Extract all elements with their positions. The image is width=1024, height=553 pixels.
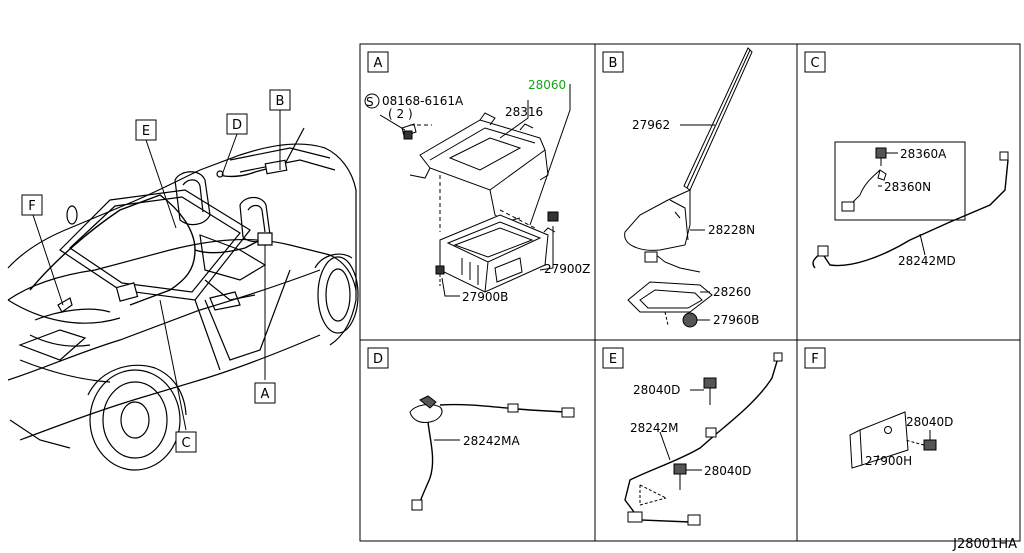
panel-d-cable-number[interactable]: 28242MA — [463, 434, 521, 448]
panel-d: 28242MA — [410, 396, 574, 510]
panel-a: S 08168-6161A ( 2 ) 28060 28316 27900Z 2… — [365, 78, 590, 304]
panel-d-letter: D — [373, 352, 383, 367]
callout-b: B — [276, 94, 285, 109]
panel-e: 28040D 28242M 28040D — [625, 353, 782, 525]
panel-f: 28040D 27900H — [850, 412, 953, 468]
panel-b: 27962 28228N 28260 27960B — [625, 48, 759, 327]
panel-b-rod-number[interactable]: 27962 — [632, 118, 670, 132]
panel-c-bolt-number[interactable]: 28360A — [900, 147, 947, 161]
panel-f-pad-number[interactable]: 27900H — [865, 454, 912, 468]
panel-e-cable-number[interactable]: 28242M — [630, 421, 679, 435]
panel-a-screw-number[interactable]: 27900B — [462, 290, 508, 304]
panel-b-feeder-number[interactable]: 28260 — [713, 285, 751, 299]
panel-letters: A B C D E F — [368, 52, 825, 368]
panel-b-base-number[interactable]: 28228N — [708, 223, 755, 237]
panel-a-bracket-number[interactable]: 28316 — [505, 105, 543, 119]
panel-f-letter: F — [811, 352, 818, 367]
panel-a-letter: A — [374, 56, 383, 71]
panel-a-s-symbol: S — [366, 95, 374, 109]
callout-d: D — [232, 118, 242, 133]
diagram-ref-code: J28001HA — [952, 537, 1017, 552]
panel-c-cable-number[interactable]: 28360N — [884, 180, 931, 194]
overview-callouts: B D E F A C — [22, 90, 290, 452]
panel-a-bolt-qty: ( 2 ) — [388, 107, 413, 121]
panel-c: 28360A 28360N 28242MD — [813, 142, 1008, 268]
panel-a-bolt-code: 08168-6161A — [382, 94, 464, 108]
panel-b-letter: B — [609, 56, 618, 71]
panel-e-letter: E — [609, 352, 617, 367]
panel-c-main-cable-number[interactable]: 28242MD — [898, 254, 956, 268]
panel-a-nut-number[interactable]: 27900Z — [544, 262, 590, 276]
callout-e: E — [142, 124, 150, 139]
callout-f: F — [28, 199, 35, 214]
panel-c-letter: C — [810, 56, 819, 71]
panel-e-bolt-top-number[interactable]: 28040D — [633, 383, 680, 397]
panel-e-bolt-bottom-number[interactable]: 28040D — [704, 464, 751, 478]
panel-b-nut-number[interactable]: 27960B — [713, 313, 759, 327]
callout-a: A — [261, 387, 270, 402]
car-overview — [8, 110, 358, 470]
panel-f-bolt-number[interactable]: 28040D — [906, 415, 953, 429]
panel-a-assembly-number[interactable]: 28060 — [528, 78, 566, 92]
callout-c: C — [181, 436, 190, 451]
detail-grid — [360, 44, 1020, 541]
